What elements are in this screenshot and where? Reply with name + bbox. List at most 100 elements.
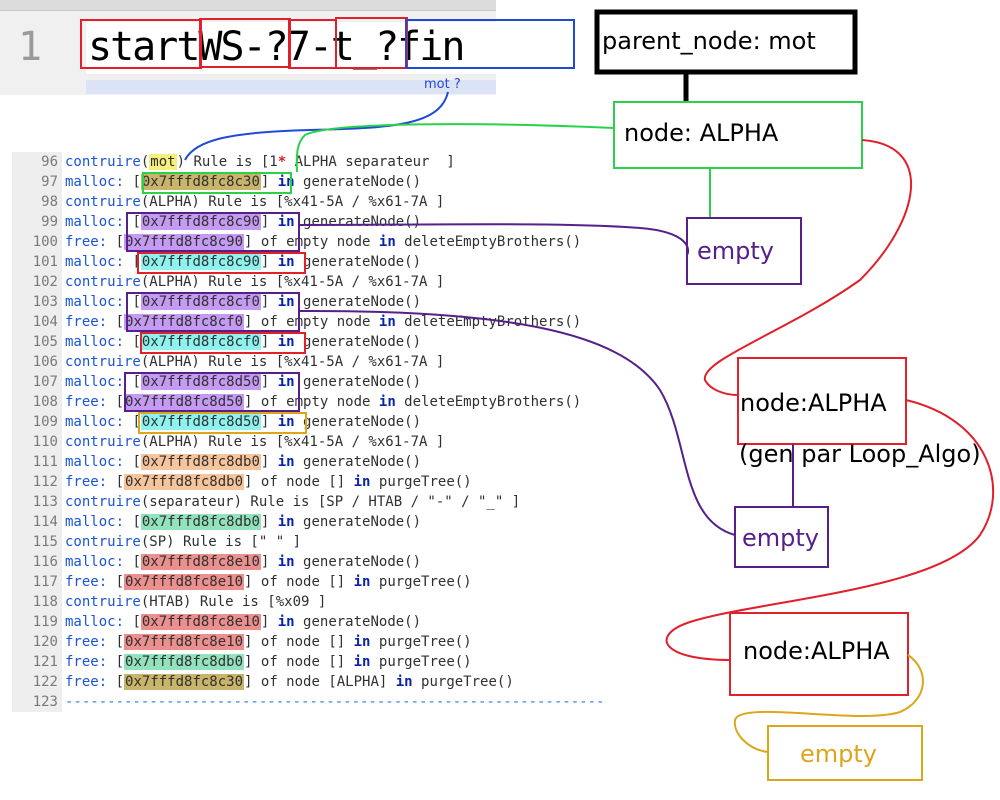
code-keyword-in: in [277,514,295,530]
code-text: [ [132,294,141,310]
code-keyword: contruire [65,494,141,510]
code-keyword: malloc: [65,514,133,530]
code-keyword: malloc: [65,414,133,430]
code-keyword-in: in [353,574,371,590]
code-keyword-in: in [277,214,295,230]
code-keyword-in: in [395,674,413,690]
code-text: generateNode() [294,614,422,630]
node-alpha-1-label: node: ALPHA [624,119,779,147]
code-text: deleteEmptyBrothers() [395,394,582,410]
code-line-number: 105 [12,332,62,352]
code-line-text: contruire(SP) Rule is [" " ] [65,532,301,552]
code-text: [ [132,414,141,430]
code-line-number: 100 [12,232,62,252]
code-line-text: contruire(ALPHA) Rule is [%x41-5A / %x61… [65,432,444,452]
memory-address: 0x7fffd8fc8db0 [140,514,261,530]
code-text: ] of node [ALPHA] [244,674,396,690]
memory-address: 0x7fffd8fc8d50 [140,374,261,390]
code-text: (ALPHA) Rule is [%x41-5A / %x61-7A ] [140,274,445,290]
node-alpha-1-box [613,101,863,169]
code-keyword-in: in [378,394,396,410]
code-text: ] of node [] [244,474,354,490]
code-text: [ [132,454,141,470]
code-text: [ [132,554,141,570]
code-line-number: 118 [12,592,62,612]
code-line-text: free: [0x7fffd8fc8e10] of node [] in pur… [65,572,472,592]
code-line-text: malloc: [0x7fffd8fc8c90] in generateNode… [65,212,421,232]
code-text: ] [260,514,278,530]
code-text: (ALPHA) Rule is [%x41-5A / %x61-7A ] [140,194,445,210]
code-row: 123-------------------------------------… [12,692,712,712]
code-keyword-in: in [378,314,396,330]
code-line-text: free: [0x7fffd8fc8c90] of empty node in … [65,232,581,252]
code-line-text: contruire(ALPHA) Rule is [%x41-5A / %x61… [65,192,444,212]
code-keyword-in: in [353,654,371,670]
code-keyword: malloc: [65,334,133,350]
code-text: purgeTree() [370,474,472,490]
code-text: ] [260,174,278,190]
code-box-107-108 [124,372,300,412]
code-keyword-in: in [353,634,371,650]
code-text: [ [132,374,141,390]
code-line-text: malloc: [0x7fffd8fc8db0] in generateNode… [65,452,421,472]
code-text: ] [260,374,278,390]
code-line-text: malloc: [0x7fffd8fc8cf0] in generateNode… [65,292,421,312]
code-line-number: 116 [12,552,62,572]
code-text: purgeTree() [370,574,472,590]
code-text: deleteEmptyBrothers() [395,314,582,330]
code-keyword-in: in [277,374,295,390]
code-star: * [277,154,287,170]
code-line-text: contruire(HTAB) Rule is [%x09 ] [65,592,326,612]
code-line-number: 106 [12,352,62,372]
loop-algo-note: (gen par Loop_Algo) [739,440,981,468]
code-line-number: 109 [12,412,62,432]
code-keyword: contruire [65,194,141,210]
code-line-number: 112 [12,472,62,492]
token-box-7 [288,19,337,69]
code-text: generateNode() [294,414,422,430]
mot-caption-link [184,91,449,161]
code-line-text: malloc: [0x7fffd8fc8e10] in generateNode… [65,552,421,572]
code-keyword: malloc: [65,374,133,390]
code-line-number: 104 [12,312,62,332]
code-line-text: free: [0x7fffd8fc8db0] of node [] in pur… [65,652,472,672]
code-keyword: malloc: [65,554,133,570]
code-line-text: contruire(mot) Rule is [1* ALPHA separat… [65,152,455,172]
empty-2-box [734,506,829,568]
code-keyword-in: in [277,294,295,310]
code-line-number: 97 [12,172,62,192]
code-line-text: malloc: [0x7fffd8fc8d50] in generateNode… [65,412,421,432]
code-text: [ [115,314,125,330]
code-box-103-104 [126,292,300,332]
code-text: ] [260,454,278,470]
code-text: ] of node [] [244,574,354,590]
node-alpha-3-label: node:ALPHA [743,637,890,665]
code-keyword: malloc: [65,174,133,190]
code-box-105 [140,332,306,354]
purple-connector-1 [298,223,690,256]
memory-address: 0x7fffd8fc8c30 [140,174,261,190]
code-box-99-100 [126,212,300,252]
code-line-number: 110 [12,432,62,452]
code-text: generateNode() [294,454,422,470]
code-text: generateNode() [294,254,422,270]
code-text: ] of node [] [244,654,354,670]
code-text: ] of node [] [244,634,354,650]
mot-caption-bar [86,80,496,94]
code-text: [ [132,334,141,350]
node-alpha-2-label: node:ALPHA [740,389,887,417]
code-text: [ [132,214,141,230]
code-text: (HTAB) Rule is [%x09 ] [140,594,327,610]
code-line-number: 108 [12,392,62,412]
code-text: generateNode() [294,554,422,570]
